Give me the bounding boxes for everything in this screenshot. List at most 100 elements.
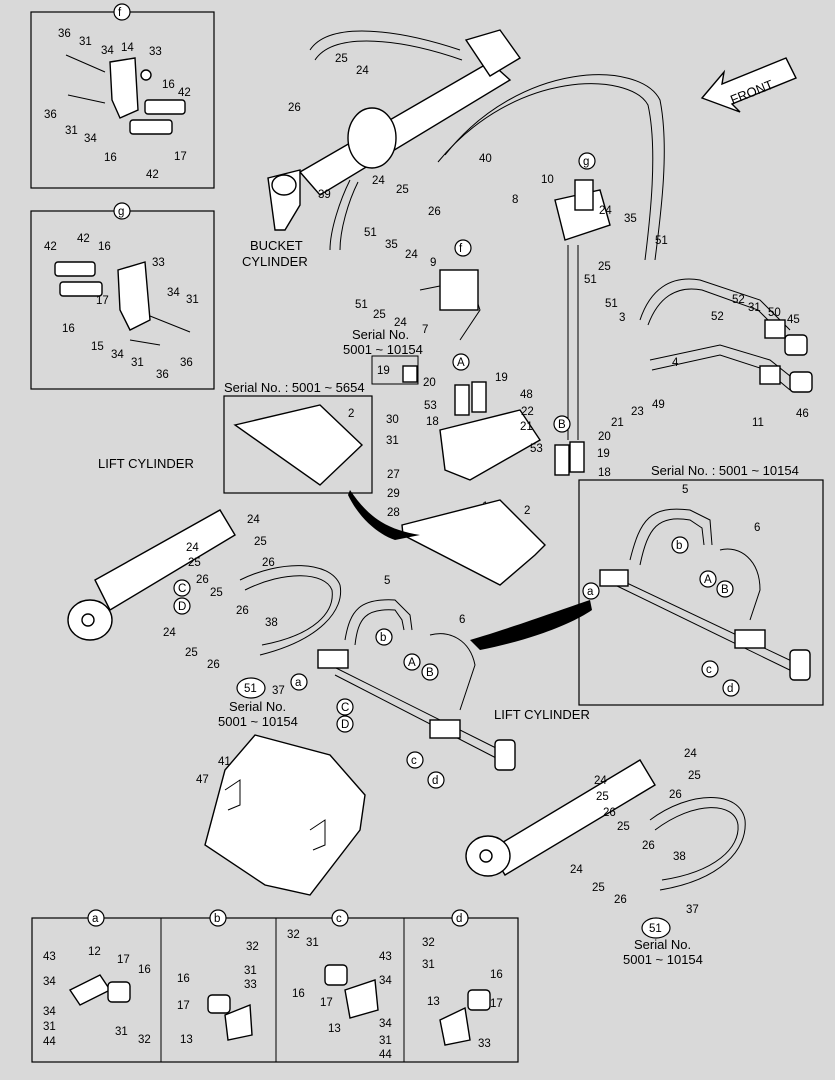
part-number: 9 [430, 257, 436, 269]
part-number: 25 [688, 770, 701, 782]
part-number: 25 [396, 184, 409, 196]
part-number: 24 [372, 175, 385, 187]
part-number: 47 [196, 774, 209, 786]
part-number: 34 [101, 45, 114, 57]
part-number: 44 [43, 1036, 56, 1048]
part-number: 51 [244, 683, 257, 695]
serial-label: 5001 ~ 10154 [218, 714, 298, 729]
part-number: 40 [479, 153, 492, 165]
cover-plate: 47 41 [196, 734, 366, 896]
callout-f: f [459, 243, 463, 255]
callout-a: a [295, 677, 302, 689]
part-number: 2 [524, 505, 530, 517]
part-number: 24 [356, 65, 369, 77]
bucket-cylinder: BUCKET CYLINDER 25 24 26 24 25 26 40 39 [242, 29, 665, 269]
part-number: 53 [424, 400, 437, 412]
part-number: 26 [669, 789, 682, 801]
part-number: 36 [156, 369, 169, 381]
valve-assembly-right: g 10 8 24 35 51 25 51 51 [512, 152, 668, 440]
part-number: 46 [796, 408, 809, 420]
callout-A: A [408, 657, 416, 669]
callout-a: a [587, 586, 594, 598]
part-number: 50 [768, 307, 781, 319]
part-number: 5 [384, 575, 390, 587]
part-number: 26 [207, 659, 220, 671]
part-number: 18 [426, 416, 439, 428]
part-number: 17 [117, 954, 130, 966]
part-number: 26 [236, 605, 249, 617]
detail-label-f: f [118, 7, 122, 19]
callout-B: B [426, 667, 434, 679]
part-number: 26 [642, 840, 655, 852]
part-number: 30 [386, 414, 399, 426]
part-number: 16 [98, 241, 111, 253]
part-number: 25 [335, 53, 348, 65]
part-number: 4 [672, 357, 679, 369]
part-number: 16 [490, 969, 503, 981]
part-number: 52 [711, 311, 724, 323]
part-number: 2 [348, 408, 354, 420]
part-number: 16 [177, 973, 190, 985]
part-number: 34 [43, 1006, 56, 1018]
central-valve: f 19 51 35 24 9 25 51 24 7 Serial No. 50… [343, 227, 611, 519]
part-number: 10 [541, 174, 554, 186]
part-number: 34 [84, 133, 97, 145]
part-number: 31 [131, 357, 144, 369]
part-number: 42 [178, 87, 191, 99]
part-number: 37 [272, 685, 285, 697]
part-number: 43 [43, 951, 56, 963]
part-number: 6 [754, 522, 760, 534]
part-number: 31 [379, 1035, 392, 1047]
part-number: 17 [177, 1000, 190, 1012]
part-number: 39 [318, 189, 331, 201]
part-number: 51 [605, 298, 618, 310]
right-detail-box: Serial No. : 5001 ~ 10154 5 6 b a A B c … [578, 463, 824, 706]
part-number: 25 [617, 821, 630, 833]
part-number: 45 [787, 314, 800, 326]
part-number: 31 [43, 1021, 56, 1033]
detail-label-b: b [214, 913, 220, 925]
part-number: 25 [210, 587, 223, 599]
part-number: 25 [596, 791, 609, 803]
detail-label-a: a [92, 913, 99, 925]
detail-box-f: f 36 31 34 14 33 16 42 36 31 34 16 17 42 [30, 3, 215, 189]
part-number: 19 [377, 365, 390, 377]
serial-label: Serial No. : 5001 ~ 5654 [224, 380, 365, 395]
part-number: 24 [247, 514, 260, 526]
part-number: 23 [631, 406, 644, 418]
part-number: 21 [520, 421, 533, 433]
serial-label: Serial No. : 5001 ~ 10154 [651, 463, 799, 478]
part-number: 38 [673, 851, 686, 863]
part-number: 25 [188, 557, 201, 569]
part-number: 5 [682, 484, 688, 496]
part-number: 31 [115, 1026, 128, 1038]
part-number: 19 [495, 372, 508, 384]
part-number: 31 [748, 302, 761, 314]
part-number: 20 [598, 431, 611, 443]
part-number: 16 [138, 964, 151, 976]
part-number: 28 [387, 507, 400, 519]
part-number: 16 [292, 988, 305, 1000]
part-number: 51 [649, 923, 662, 935]
serial-label: Serial No. [634, 937, 691, 952]
part-number: 25 [598, 261, 611, 273]
callout-g: g [583, 156, 589, 168]
part-number: 18 [598, 467, 611, 479]
part-number: 17 [174, 151, 187, 163]
part-number: 24 [594, 775, 607, 787]
part-number: 29 [387, 488, 400, 500]
part-number: 13 [180, 1034, 193, 1046]
part-number: 3 [619, 312, 625, 324]
part-number: 13 [427, 996, 440, 1008]
pointer-wedge [348, 490, 420, 540]
part-number: 24 [186, 542, 199, 554]
part-number: 37 [686, 904, 699, 916]
serial-label: Serial No. [229, 699, 286, 714]
part-number: 11 [752, 417, 764, 429]
part-number: 27 [387, 469, 400, 481]
part-number: 6 [459, 614, 465, 626]
bucket-cylinder-label: CYLINDER [242, 254, 308, 269]
callout-b: b [380, 632, 386, 644]
callout-c: c [411, 755, 417, 767]
